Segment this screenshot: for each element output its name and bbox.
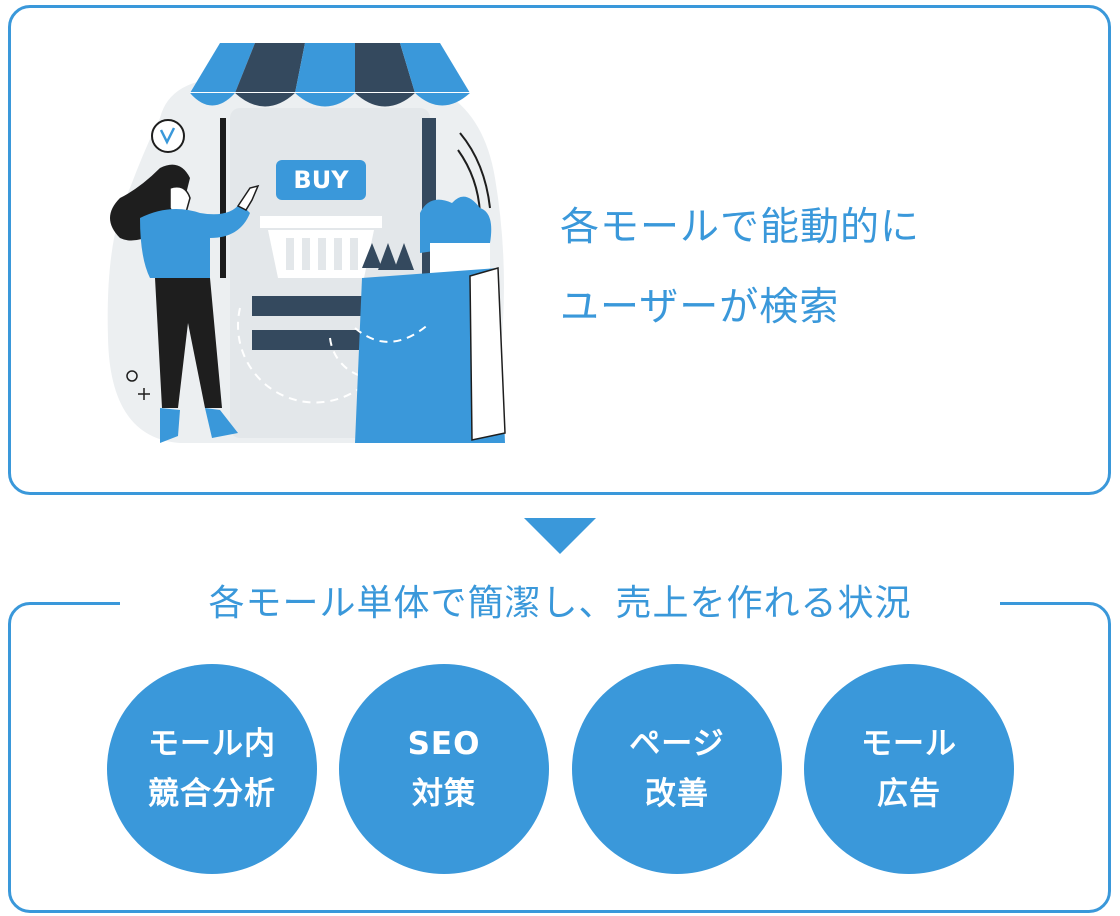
down-arrow-icon — [524, 518, 596, 554]
top-panel — [8, 5, 1111, 495]
bottom-panel-title: 各モール単体で簡潔し、売上を作れる状況 — [120, 580, 1000, 628]
shop-illustration: BUY — [107, 43, 506, 443]
circle-label-line-1: モール — [861, 726, 957, 762]
shopping-basket-icon — [260, 216, 382, 278]
circle-seo: SEO 対策 — [339, 664, 549, 874]
svg-text:BUY: BUY — [293, 166, 349, 194]
circle-label-line-2: 改善 — [645, 776, 709, 812]
circle-competitor-analysis: モール内 競合分析 — [107, 664, 317, 874]
circle-mall-ads: モール 広告 — [804, 664, 1014, 874]
woman-pointing-figure — [110, 164, 260, 443]
headline-line-1: 各モールで能動的に — [560, 205, 921, 250]
circle-label-line-2: 競合分析 — [148, 776, 276, 812]
circle-label-line-1: SEO — [407, 726, 481, 762]
circle-label-line-1: モール内 — [148, 726, 276, 762]
circle-page-improvement: ページ 改善 — [572, 664, 782, 874]
circle-label-line-2: 広告 — [877, 776, 941, 812]
circle-label-line-2: 対策 — [412, 776, 476, 812]
headline-line-2: ユーザーが検索 — [560, 285, 840, 330]
check-circle-icon — [151, 119, 185, 153]
circle-label-line-1: ページ — [629, 726, 725, 762]
awning-icon — [190, 43, 470, 107]
grocery-bag-icon — [354, 196, 506, 443]
buy-sign — [276, 160, 366, 200]
strategy-circles: モール内 競合分析 SEO 対策 ページ 改善 モール 広告 — [107, 664, 1017, 876]
headline: 各モールで能動的に ユーザーが検索 — [560, 188, 920, 348]
